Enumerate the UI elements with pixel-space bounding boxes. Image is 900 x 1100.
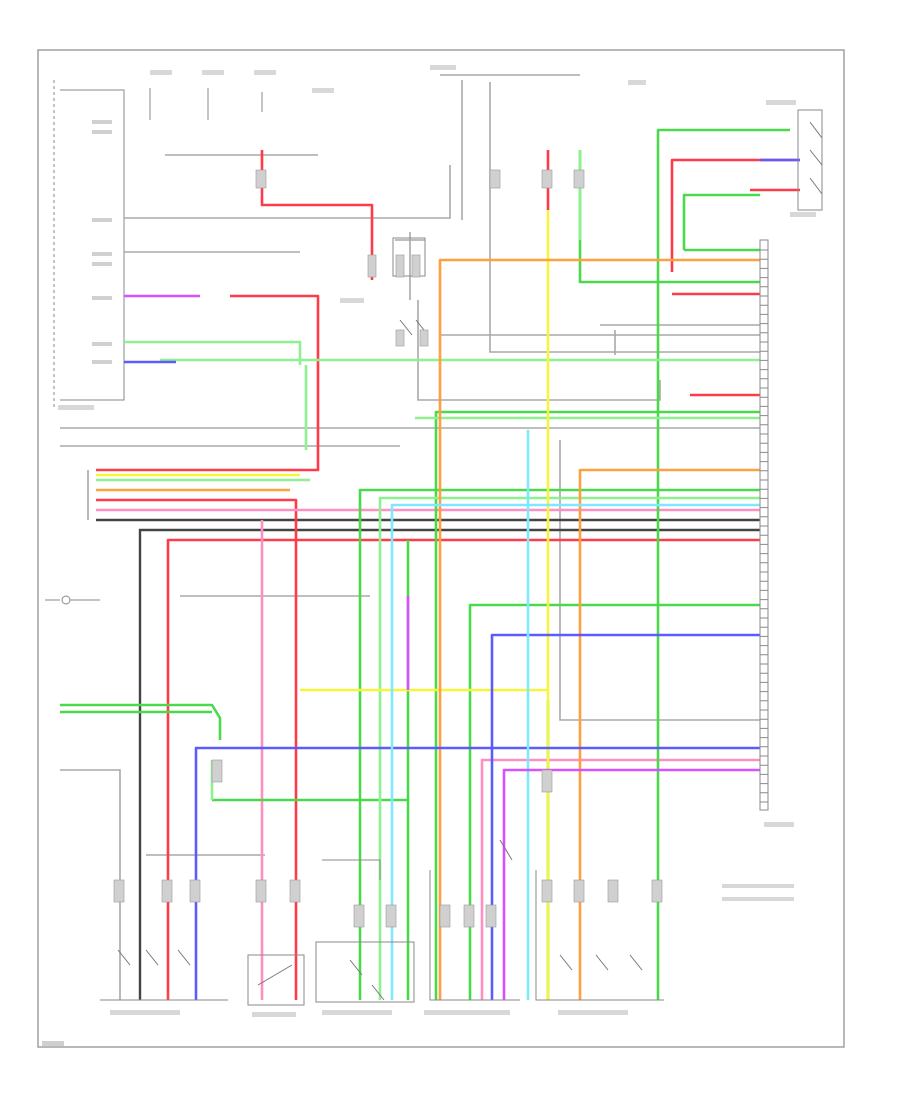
- pink-wires: [96, 508, 760, 1000]
- ground-point: [45, 595, 100, 605]
- fuse-blocks: [149, 65, 646, 120]
- center-relay: [340, 237, 429, 336]
- cyan-wires: [390, 430, 760, 1000]
- legend: [722, 884, 794, 901]
- dark-wires: [96, 518, 760, 1000]
- power-seat-ecu: [53, 80, 125, 410]
- ecu-pin-tags: [92, 120, 112, 364]
- rear-seat-motor: [424, 839, 520, 1015]
- right-switch-top: [766, 100, 823, 217]
- magenta-wires: [124, 294, 760, 1000]
- wire-connector-tags: [113, 169, 663, 928]
- gray-wires: [60, 74, 760, 1000]
- blue-wires: [124, 158, 800, 1000]
- yellow-wires: [96, 210, 550, 1000]
- recline-switch: [315, 859, 415, 1015]
- seat-switch-left: [100, 949, 228, 1015]
- seat-switch-right: [535, 870, 664, 1015]
- front-slide-switch: [247, 954, 305, 1017]
- footer-tag: [42, 1041, 64, 1046]
- orange-wires: [96, 258, 760, 1000]
- red-wires: [96, 150, 800, 1000]
- connector-label-tag: [764, 822, 794, 827]
- main-ecu-connector: [759, 239, 794, 827]
- diagram-frame: [37, 49, 845, 1048]
- ecu-label-tag: [58, 405, 94, 410]
